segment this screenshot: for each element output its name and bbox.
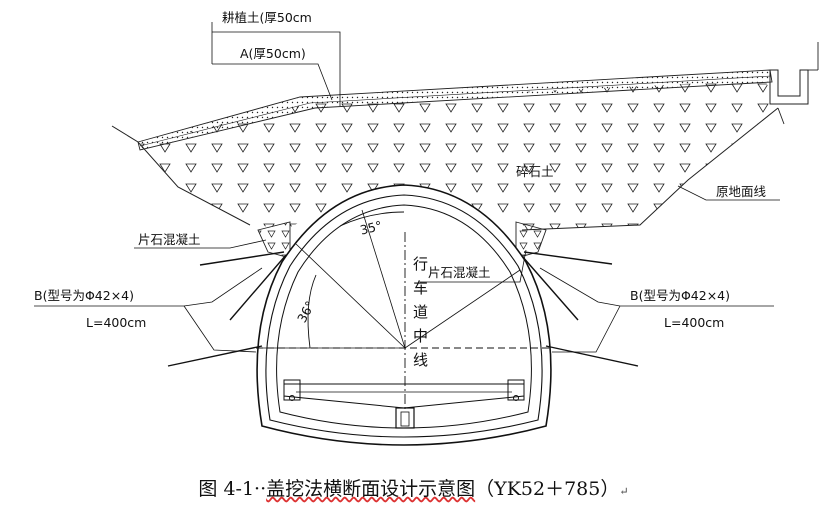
tunnel-inner-lining xyxy=(276,204,532,429)
rubble-concrete-left xyxy=(257,221,291,259)
angle-arc-36 xyxy=(307,274,317,349)
label-pipe-left-spec: B(型号为Φ42×4) xyxy=(34,288,134,303)
label-topsoil: 耕植土(厚50cm xyxy=(222,10,312,25)
right-pipe-lower xyxy=(521,255,579,321)
gravel-soil-fill xyxy=(140,80,778,230)
angle-arc-35 xyxy=(339,211,405,227)
label-rubble-concrete-left: 片石混凝土 xyxy=(138,232,201,247)
label-gravel: 碎石土 xyxy=(516,164,554,179)
left-pipe-upper xyxy=(199,251,285,266)
drainage-ditch xyxy=(769,69,809,105)
original-ground-line xyxy=(521,107,779,231)
label-centerline: 行车道中线 xyxy=(411,256,429,376)
caption-title: 盖挖法横断面设计示意图 xyxy=(266,478,476,500)
label-layer-a: A(厚50cm) xyxy=(240,46,306,61)
tunnel-cross-section-diagram: 耕植土(厚50cm A(厚50cm) 碎石土 原地面线 片石混凝土 片石混凝土 … xyxy=(34,10,819,446)
caption-paragraph-mark: ↵ xyxy=(619,485,629,498)
label-pipe-left-length: L=400cm xyxy=(86,315,146,330)
label-original-ground: 原地面线 xyxy=(716,184,767,199)
left-slope-line xyxy=(111,125,251,226)
tunnel-outer-lining xyxy=(256,184,552,446)
label-rubble-concrete-center: 片石混凝土 xyxy=(428,265,491,280)
topsoil-band xyxy=(137,69,773,151)
caption-figure-no: 图 4-1·· xyxy=(198,478,267,500)
right-pipe-bottom xyxy=(545,345,639,367)
left-pipe-bottom xyxy=(167,345,263,367)
label-angle-35: 35° xyxy=(358,218,383,238)
label-pipe-right-spec: B(型号为Φ42×4) xyxy=(630,288,730,303)
left-pipe-lower xyxy=(229,254,287,321)
figure-caption: 图 4-1··盖挖法横断面设计示意图（YK52＋785）↵ xyxy=(0,474,827,501)
label-pipe-right-length: L=400cm xyxy=(664,315,724,330)
tunnel-mid-lining xyxy=(265,194,543,438)
rubble-concrete-right xyxy=(515,221,547,259)
right-pipe-upper xyxy=(523,251,613,265)
caption-station: （YK52＋785） xyxy=(475,478,620,500)
